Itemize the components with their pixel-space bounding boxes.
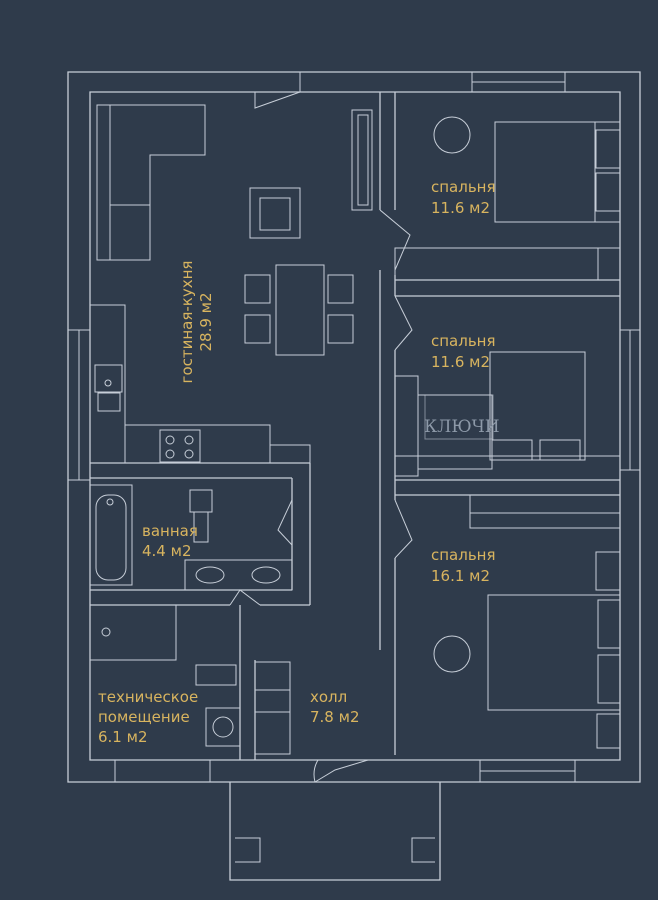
utility-area: 6.1 м2: [98, 728, 147, 746]
bathroom-fixtures: [89, 484, 293, 591]
bedroom-3-name: спальня: [431, 546, 496, 564]
bedroom-furniture: [394, 116, 621, 749]
hall-name: холл: [310, 688, 347, 706]
bedroom-3-area: 16.1 м2: [431, 567, 490, 585]
utility-name-line1: техническое: [98, 688, 198, 706]
bedroom-1-area: 11.6 м2: [431, 199, 490, 217]
hall-area: 7.8 м2: [310, 708, 359, 726]
utility-fixtures: [89, 604, 291, 755]
porch: [229, 782, 441, 881]
doors: [229, 91, 413, 783]
watermark-text: КЛЮЧИ: [424, 417, 500, 437]
watermark: КЛЮЧИ: [424, 394, 500, 440]
living-room-name: гостиная-кухня: [178, 261, 196, 384]
bathroom-area: 4.4 м2: [142, 542, 191, 560]
living-room-area: 28.9 м2: [197, 292, 215, 351]
bedroom-2-area: 11.6 м2: [431, 353, 490, 371]
bedroom-1-name: спальня: [431, 178, 496, 196]
room-labels: гостиная-кухня 28.9 м2 спальня 11.6 м2 с…: [98, 178, 496, 746]
exterior-walls: [67, 71, 641, 783]
living-furniture: [90, 104, 373, 464]
bedroom-2-name: спальня: [431, 332, 496, 350]
bathroom-name: ванная: [142, 522, 198, 540]
utility-name-line2: помещение: [98, 708, 190, 726]
